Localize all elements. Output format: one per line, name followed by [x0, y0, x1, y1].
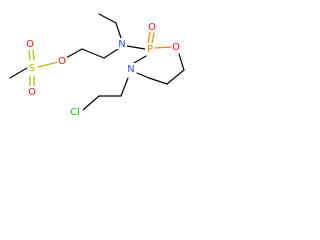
bond-s-o-ester [37, 61, 59, 68]
bond-p-o-ring [154, 46, 172, 49]
bond-ch2-cl [82, 95, 100, 111]
atom-o-sulfonyl-bottom: O [27, 86, 37, 98]
atom-s-sulfonyl: S [27, 62, 37, 74]
atom-labels: O S O O N O P [25, 21, 181, 118]
bond-lines [9, 13, 185, 111]
atom-label-o-sulfonyl-top: O [26, 39, 34, 50]
atom-label-s-sulfonyl: S [29, 63, 35, 74]
bond-ch2-n [103, 48, 119, 59]
atom-label-p-ring: P [147, 44, 153, 55]
atom-o-ester: O [57, 55, 67, 67]
bond-nring-ch2 [120, 77, 129, 97]
atom-label-n-ring: N [127, 64, 134, 75]
bond-n-p [126, 45, 146, 50]
bond-s-o-top [28, 49, 31, 61]
bond-c3-nring [136, 72, 150, 79]
bond-p-o-double [151, 32, 155, 45]
atom-label-o-sulfonyl-bottom: O [28, 87, 36, 98]
atom-label-o-ester: O [58, 56, 66, 67]
bond-p-o [147, 31, 151, 44]
bond-n-ethyl [115, 22, 122, 39]
atom-o-ring: O [171, 41, 181, 53]
bond-ch2-ch2 [81, 48, 105, 59]
atom-o-phosphoryl: O [147, 21, 157, 33]
bond-methyl-s [9, 67, 28, 79]
atom-label-o-ring: O [172, 42, 180, 53]
atom-cl-chain: Cl [68, 106, 83, 118]
atom-o-sulfonyl-top: O [25, 38, 35, 50]
bond-c1-c2 [166, 69, 185, 85]
molecule-structure-diagram: O S O O N O P [9, 13, 185, 118]
bond-s-o-top-double [32, 49, 35, 61]
bond-c2-c3 [148, 77, 168, 85]
atom-label-o-phosphoryl: O [148, 22, 156, 33]
atom-label-n-amine: N [118, 39, 125, 50]
bond-o-ch2 [65, 48, 83, 59]
bond-ethyl-methyl [98, 13, 117, 24]
atom-p-ring: P [145, 43, 155, 55]
atom-n-ring: N [126, 63, 136, 75]
atom-n-amine: N [117, 38, 127, 50]
bond-oring-c1 [178, 53, 185, 71]
atom-label-cl-chain: Cl [70, 107, 80, 118]
bond-nring-p [133, 55, 147, 64]
